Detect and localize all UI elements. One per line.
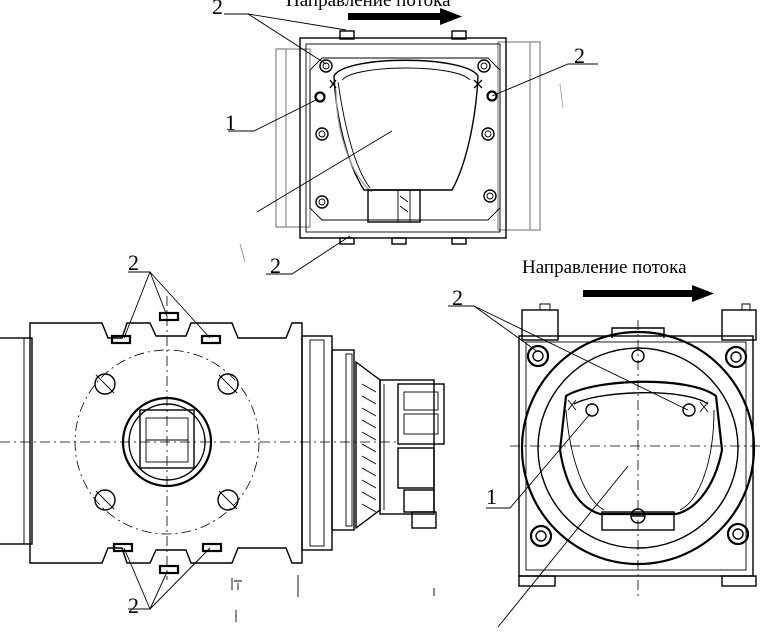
left-label-2b: 2 xyxy=(128,593,139,618)
top-flap-chamber xyxy=(333,59,479,191)
right-label-1: 1 xyxy=(486,484,497,509)
right-valve-chamber xyxy=(558,380,724,516)
left-mount-holes xyxy=(94,373,239,511)
top-inner-plate xyxy=(309,57,501,221)
right-flow-caption: Направление потока xyxy=(522,257,687,278)
left-screws xyxy=(110,311,223,575)
left-counter-module xyxy=(355,360,445,530)
top-body-inner xyxy=(305,43,501,233)
top-leaders xyxy=(224,13,598,275)
top-label-1: 1 xyxy=(225,110,236,135)
left-leaders xyxy=(123,271,211,610)
left-label-2a: 2 xyxy=(128,250,139,275)
left-bore-outer xyxy=(121,396,213,488)
left-pitch-circle xyxy=(74,349,260,535)
right-flow-arrow-icon xyxy=(583,285,714,302)
top-view: Направление потока xyxy=(212,0,598,278)
top-flow-caption: Направление потока xyxy=(286,0,451,11)
right-leaders xyxy=(448,305,689,628)
right-corner-bolts xyxy=(526,344,750,548)
top-label-2b: 2 xyxy=(574,43,585,68)
top-bottom-boss xyxy=(367,189,421,223)
top-flow-arrow-icon xyxy=(348,8,462,25)
right-label-2: 2 xyxy=(452,285,463,310)
top-label-2c: 2 xyxy=(270,253,281,278)
left-body xyxy=(29,322,303,564)
top-bolts xyxy=(315,59,497,209)
right-view: Направление потока xyxy=(448,257,760,628)
top-label-2a: 2 xyxy=(212,0,223,19)
left-view: 2 2 xyxy=(0,250,445,622)
